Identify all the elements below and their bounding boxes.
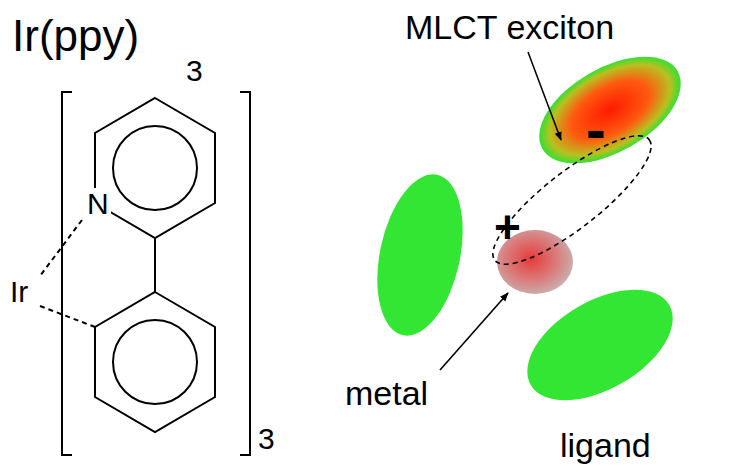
- ligand-orbital-excited: [521, 35, 698, 186]
- ligand-orbital: [364, 166, 476, 343]
- charge-sign: -: [586, 100, 606, 160]
- callout-label: MLCT exciton: [405, 10, 614, 44]
- bracket: [240, 92, 250, 455]
- title: Ir(ppy): [12, 14, 139, 58]
- coordination-bond: [40, 220, 82, 276]
- bracket: [62, 92, 72, 455]
- callout-label: ligand: [560, 428, 651, 462]
- phenyl-ring: [95, 292, 215, 432]
- subscript: 3: [186, 56, 203, 86]
- pyridine-ring: [95, 98, 215, 238]
- bond: [154, 238, 156, 292]
- coordination-bond: [40, 306, 95, 327]
- aromatic-circle: [113, 126, 197, 210]
- aromatic-circle: [113, 320, 197, 404]
- leader-arrow: [440, 293, 508, 370]
- atom-label: N: [85, 188, 111, 220]
- atom-label: Ir: [10, 277, 28, 307]
- exciton-outline: [478, 118, 667, 283]
- charge-sign: +: [494, 204, 521, 250]
- callout-label: metal: [345, 376, 428, 410]
- leader-arrow: [528, 52, 561, 140]
- subscript: 3: [258, 424, 275, 454]
